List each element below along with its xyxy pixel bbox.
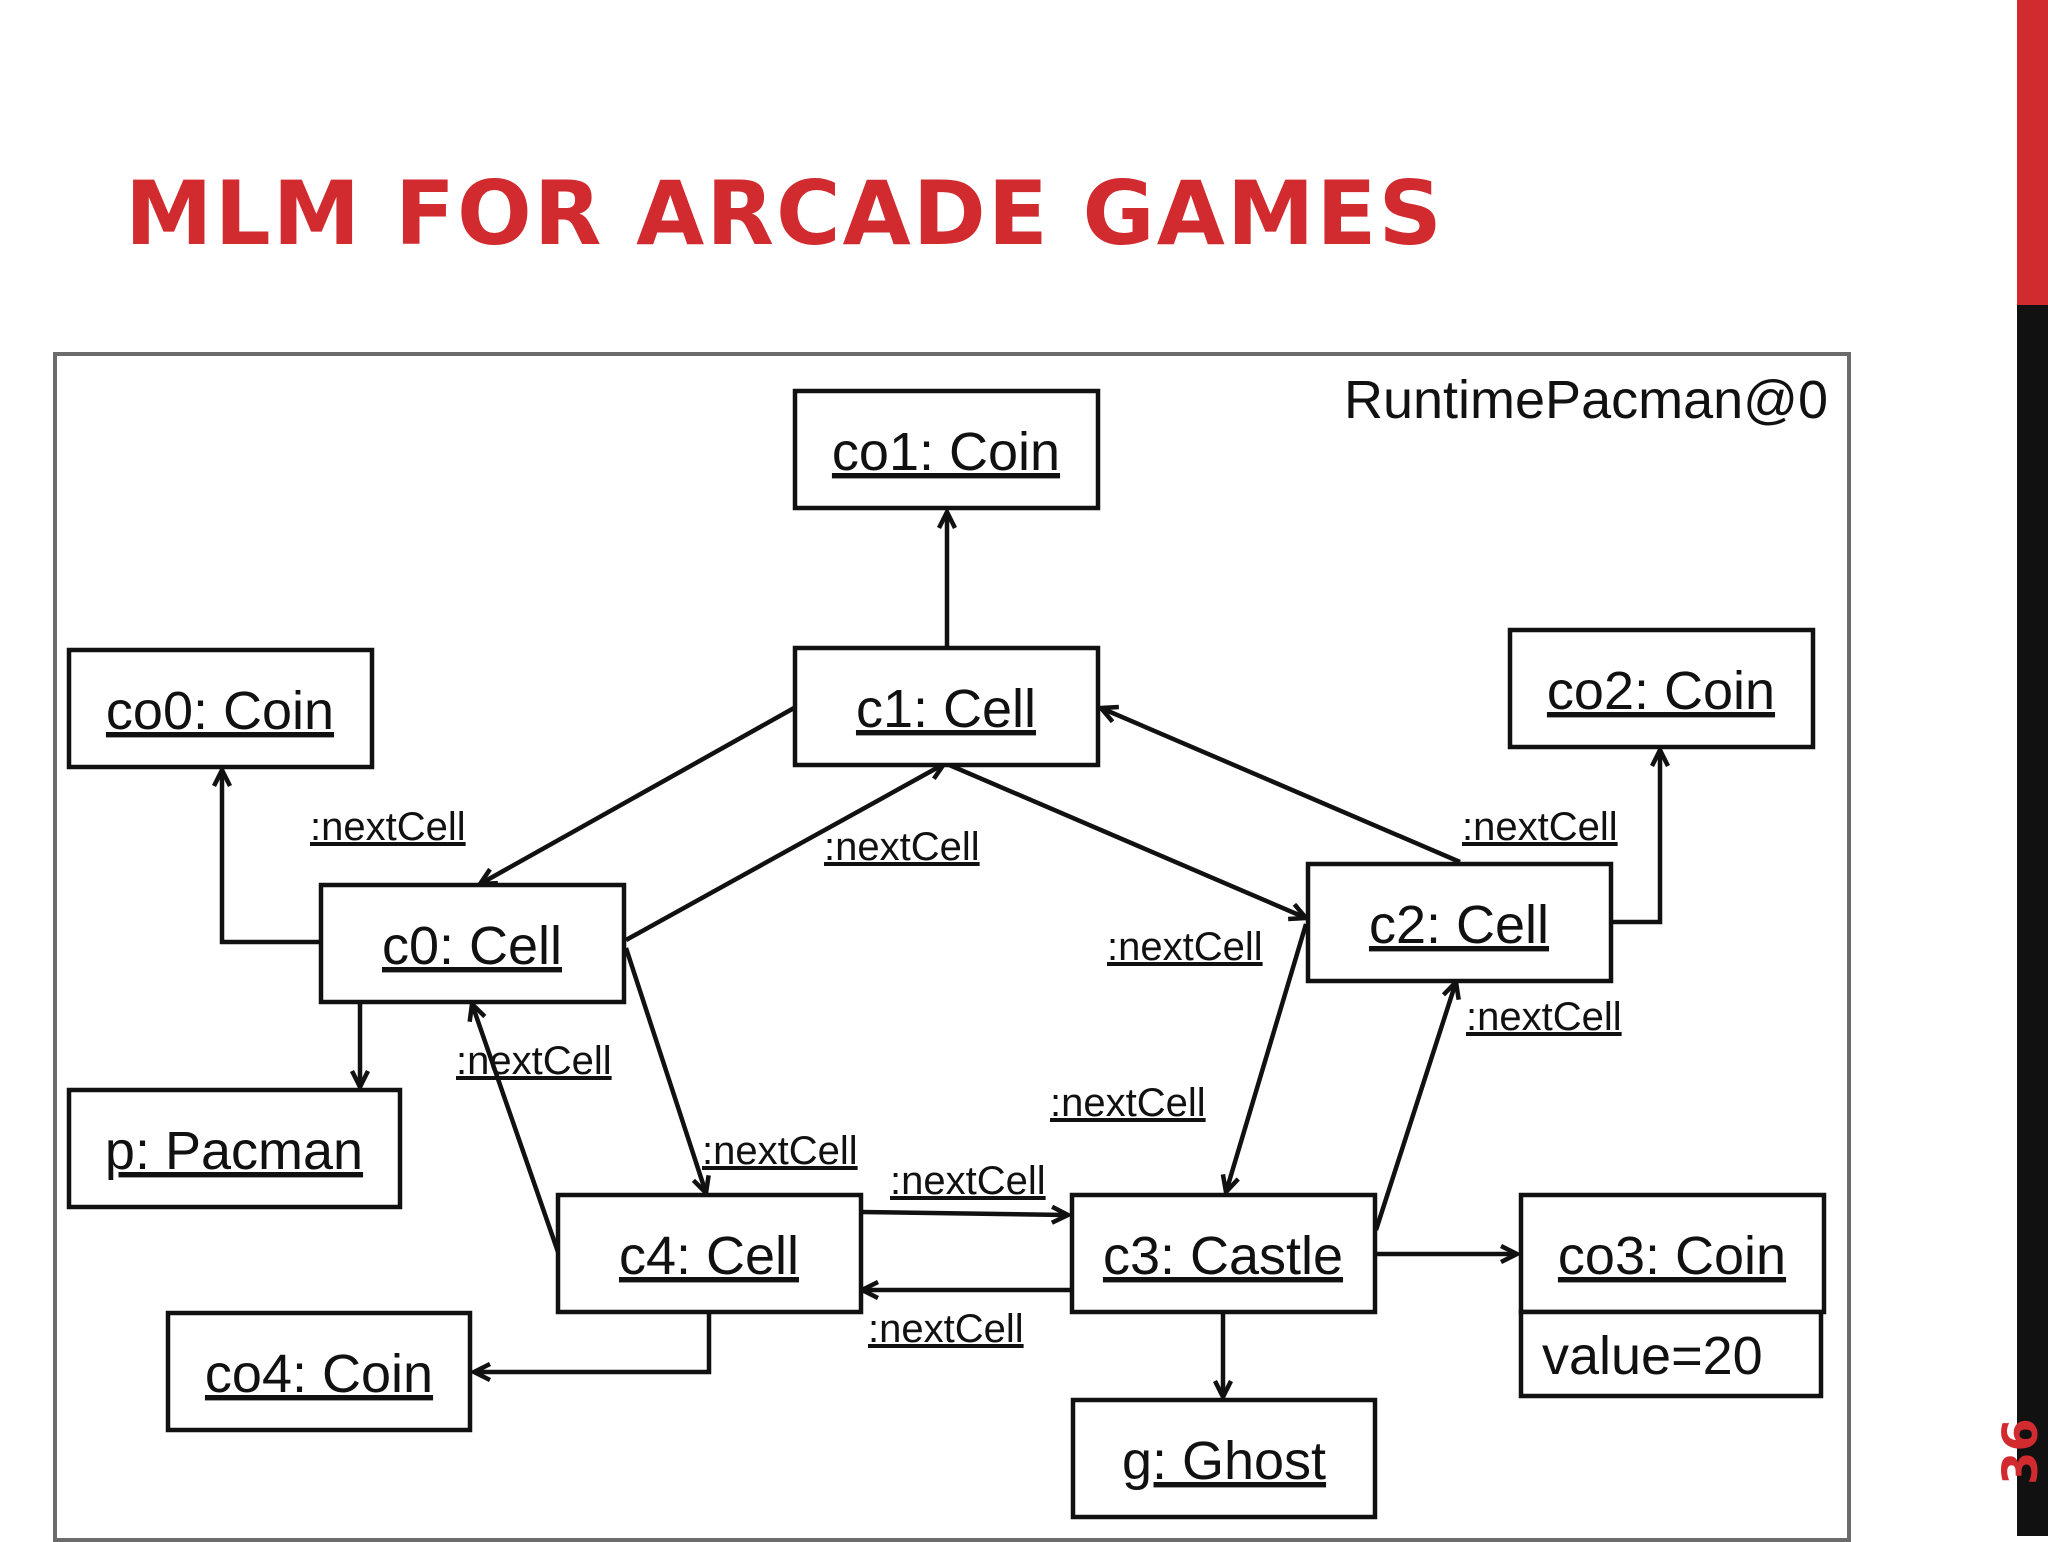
node-c2[interactable]: c2: Cell [1305, 861, 1614, 984]
node-label: co0: Coin [106, 681, 334, 741]
node-c4[interactable]: c4: Cell [555, 1192, 864, 1315]
node-label: c1: Cell [856, 679, 1036, 739]
side-accent-bar [2017, 0, 2048, 305]
node-co2[interactable]: co2: Coin [1507, 627, 1816, 750]
edge-c0-c1: :nextCell [624, 764, 980, 942]
node-co0[interactable]: co0: Coin [66, 647, 375, 770]
node-label: co2: Coin [1547, 661, 1775, 721]
edge-c1-c2: :nextCell [946, 761, 1306, 969]
node-co4[interactable]: co4: Coin [165, 1310, 473, 1433]
node-co3[interactable]: co3: Coin value=20 [1518, 1192, 1827, 1399]
edge-c0-c4: :nextCell [623, 947, 858, 1193]
edge-label: :nextCell [702, 1129, 858, 1173]
edge-c4-c0: :nextCell [456, 1004, 612, 1253]
node-p[interactable]: p: Pacman [66, 1087, 403, 1210]
edge-label: :nextCell [824, 825, 980, 869]
edge-label: :nextCell [310, 805, 466, 849]
node-c0[interactable]: c0: Cell [318, 882, 627, 1005]
edge-label: :nextCell [890, 1159, 1046, 1203]
node-label: p: Pacman [105, 1121, 363, 1181]
frame-label: RuntimePacman@0 [1344, 370, 1828, 430]
edge-c4-co4 [474, 1312, 712, 1372]
edge-c0-co0 [222, 770, 320, 945]
edge-label: :nextCell [456, 1039, 612, 1083]
slide-title: MLM FOR ARCADE GAMES [125, 162, 1444, 265]
node-co1[interactable]: co1: Coin [792, 388, 1101, 511]
edge-c3-c4: :nextCell [862, 1290, 1072, 1351]
node-label: c3: Castle [1103, 1226, 1343, 1286]
node-label: co3: Coin [1558, 1226, 1786, 1286]
node-label: c4: Cell [619, 1226, 799, 1286]
edge-c2-c1: :nextCell [1101, 708, 1618, 865]
node-label: g: Ghost [1122, 1431, 1326, 1491]
edge-c3-c2: :nextCell [1373, 982, 1622, 1231]
edge-label: :nextCell [1466, 995, 1622, 1039]
attribute-value: value=20 [1542, 1326, 1763, 1386]
edge-c1-c0: :nextCell [310, 706, 796, 884]
node-g[interactable]: g: Ghost [1070, 1397, 1378, 1520]
edge-c2-co2 [1613, 750, 1660, 925]
node-c3[interactable]: c3: Castle [1069, 1192, 1378, 1315]
edge-c2-c3: :nextCell [1050, 923, 1309, 1192]
node-c1[interactable]: c1: Cell [792, 645, 1101, 768]
edge-label: :nextCell [1462, 805, 1618, 849]
edge-label: :nextCell [868, 1307, 1024, 1351]
node-label: co4: Coin [205, 1344, 433, 1404]
side-dark-bar [2017, 305, 2048, 1536]
node-label: c0: Cell [382, 916, 562, 976]
node-label: c2: Cell [1369, 895, 1549, 955]
edge-label: :nextCell [1050, 1081, 1206, 1125]
node-label: co1: Coin [832, 422, 1060, 482]
edge-label: :nextCell [1107, 925, 1263, 969]
edge-c4-c3: :nextCell [859, 1159, 1068, 1215]
